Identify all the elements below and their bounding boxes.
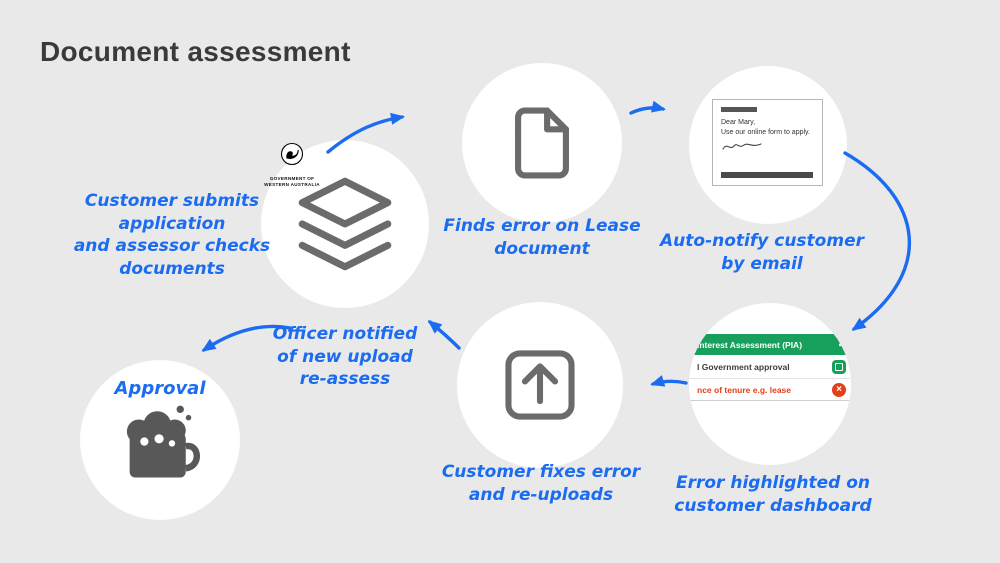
page-title: Document assessment bbox=[40, 36, 351, 67]
upload-icon bbox=[457, 302, 623, 468]
swan-emblem-icon bbox=[280, 142, 304, 166]
document-icon bbox=[462, 63, 622, 223]
dashboard-row-tenure-error: nce of tenure e.g. lease × bbox=[689, 379, 851, 401]
email-screenshot: Dear Mary, Use our online form to apply. bbox=[712, 99, 823, 186]
error-x-icon: × bbox=[832, 382, 846, 397]
dashboard-row-tenure-label: nce of tenure e.g. lease bbox=[697, 384, 792, 395]
label-approval: Approval bbox=[114, 378, 206, 399]
arrow-finderror-to-notify bbox=[629, 100, 666, 115]
label-error-highlighted: Error highlighted on customer dashboard bbox=[674, 473, 872, 516]
label-officer-notified: Officer notified of new upload re-assess bbox=[272, 324, 418, 390]
node-customer-reuploads bbox=[457, 302, 623, 468]
email-signature-icon bbox=[722, 143, 762, 150]
node-approval bbox=[80, 360, 240, 520]
wa-government-crest-icon: GOVERNMENT OF WESTERN AUSTRALIA bbox=[262, 139, 322, 188]
dashboard-row-pia: Interest Assessment (PIA) ✓ bbox=[689, 334, 851, 355]
node-customer-submits bbox=[261, 140, 429, 308]
approved-badge-icon bbox=[832, 359, 846, 374]
email-body: Use our online form to apply. bbox=[721, 129, 810, 137]
node-finds-error bbox=[462, 63, 622, 223]
dashboard-row-approval-label: l Government approval bbox=[697, 361, 790, 372]
email-header-bar bbox=[721, 107, 757, 112]
label-finds-error: Finds error on Lease document bbox=[443, 216, 641, 259]
dashboard-screenshot: Interest Assessment (PIA) ✓ l Government… bbox=[689, 334, 851, 401]
layers-icon bbox=[261, 140, 429, 308]
node-auto-notify: Dear Mary, Use our online form to apply. bbox=[689, 66, 847, 224]
node-dashboard: Interest Assessment (PIA) ✓ l Government… bbox=[689, 303, 851, 465]
approved-badge-glyph bbox=[835, 362, 843, 371]
label-customer-submits: Customer submits application and assesso… bbox=[73, 191, 271, 279]
label-customer-fixes: Customer fixes error and re-uploads bbox=[441, 462, 641, 505]
email-footer-bar bbox=[721, 172, 813, 178]
crest-text-line1: GOVERNMENT OF bbox=[269, 176, 315, 181]
dashboard-row-approval: l Government approval bbox=[689, 355, 851, 379]
label-auto-notify: Auto-notify customer by email bbox=[660, 231, 864, 274]
beer-mug-icon bbox=[80, 368, 240, 528]
arrow-dashboard-to-fix bbox=[650, 375, 688, 387]
check-icon: ✓ bbox=[837, 339, 846, 350]
dashboard-row-pia-label: Interest Assessment (PIA) bbox=[697, 339, 803, 350]
email-greeting: Dear Mary, bbox=[721, 119, 756, 126]
crest-text-line2: WESTERN AUSTRALIA bbox=[264, 181, 320, 187]
